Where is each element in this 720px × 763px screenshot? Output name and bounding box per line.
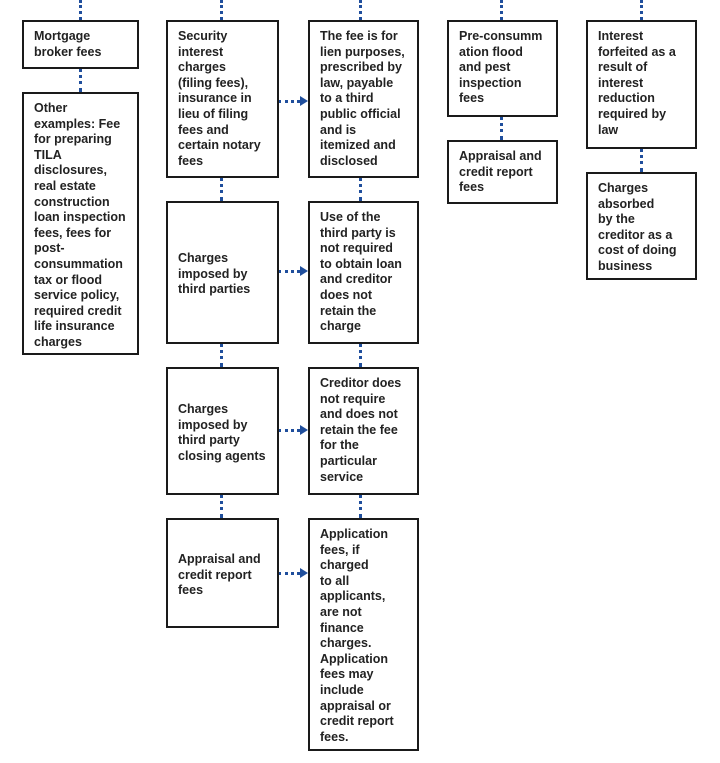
box-application-fees: Application fees, if charged to all appl…: [308, 518, 419, 751]
connector-top-col1: [79, 0, 82, 20]
box-pre-consummation: Pre-consumm ation flood and pest inspect…: [447, 20, 558, 117]
box-mortgage-broker-fees: Mortgage broker fees: [22, 20, 139, 69]
connector-col2-b: [220, 343, 223, 367]
connector-top-col4: [500, 0, 503, 20]
box-other-examples: Other examples: Fee for preparing TILA d…: [22, 92, 139, 355]
arrow-closing-to-creditor: [278, 425, 308, 435]
connector-col1-a: [79, 68, 82, 92]
connector-col4-a: [500, 116, 503, 140]
connector-top-col3: [359, 0, 362, 20]
connector-top-col5: [640, 0, 643, 20]
box-security-interest-charges: Security interest charges (filing fees),…: [166, 20, 279, 178]
box-appraisal-credit-left: Appraisal and credit report fees: [166, 518, 279, 628]
connector-col5-a: [640, 148, 643, 172]
connector-col3-c: [359, 494, 362, 518]
box-charges-absorbed: Charges absorbed by the creditor as a co…: [586, 172, 697, 280]
box-interest-forfeited: Interest forfeited as a result of intere…: [586, 20, 697, 149]
arrow-appraisal-to-application: [278, 568, 308, 578]
box-fee-lien-purposes: The fee is for lien purposes, prescribed…: [308, 20, 419, 178]
arrow-security-to-lien: [278, 96, 308, 106]
box-charges-third-parties: Charges imposed by third parties: [166, 201, 279, 344]
connector-col3-a: [359, 177, 362, 201]
box-charges-closing-agents: Charges imposed by third party closing a…: [166, 367, 279, 495]
connector-top-col2: [220, 0, 223, 20]
connector-col2-c: [220, 494, 223, 518]
connector-col2-a: [220, 177, 223, 201]
arrowhead-icon: [300, 96, 308, 106]
connector-col3-b: [359, 343, 362, 367]
arrowhead-icon: [300, 425, 308, 435]
box-appraisal-credit-right: Appraisal and credit report fees: [447, 140, 558, 204]
arrowhead-icon: [300, 568, 308, 578]
box-use-third-party: Use of the third party is not required t…: [308, 201, 419, 344]
arrowhead-icon: [300, 266, 308, 276]
box-creditor-not-require: Creditor does not require and does not r…: [308, 367, 419, 495]
arrow-thirdparties-to-use: [278, 266, 308, 276]
